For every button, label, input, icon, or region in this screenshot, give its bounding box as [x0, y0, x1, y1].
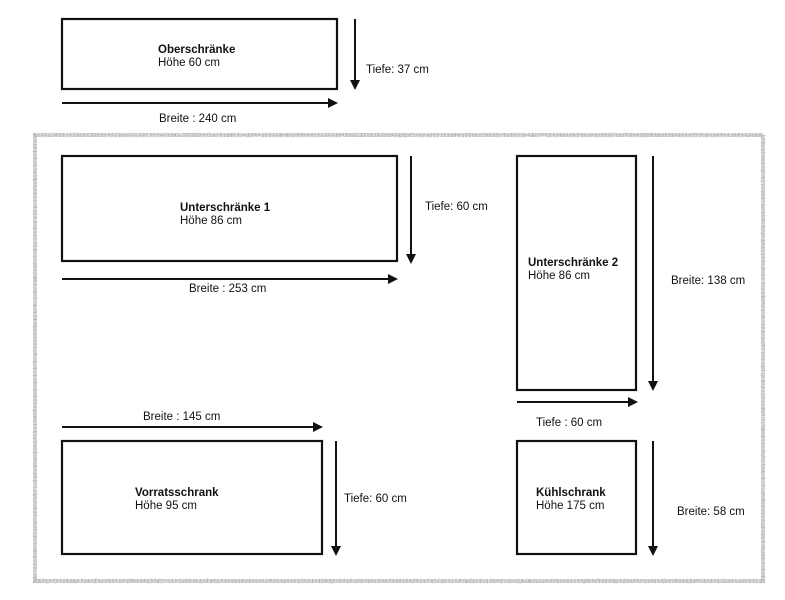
cabinet-oberschraenke[interactable]	[60, 17, 339, 91]
room-border	[33, 133, 765, 583]
depth-label-unterschraenke-2: Tiefe : 60 cm	[536, 417, 603, 429]
width-label-oberschraenke: Breite : 240 cm	[159, 113, 237, 125]
depth-label-unterschraenke-1: Tiefe: 60 cm	[425, 201, 488, 213]
width-label-unterschraenke-2: Breite: 138 cm	[671, 275, 746, 287]
width-arrow-vorratsschrank	[62, 422, 323, 432]
cabinet-label-vorratsschrank: Vorratsschrank Höhe 95 cm	[135, 487, 219, 513]
cabinet-name: Kühlschrank	[536, 487, 606, 499]
cabinet-kuehlschrank[interactable]	[515, 439, 638, 556]
width-label-unterschraenke-1: Breite : 253 cm	[189, 283, 267, 295]
cabinet-height: Höhe 86 cm	[180, 215, 243, 227]
cabinet-height: Höhe 95 cm	[135, 500, 198, 512]
depth-arrow-vorratsschrank	[331, 441, 341, 556]
cabinet-label-unterschraenke-2: Unterschränke 2 Höhe 86 cm	[528, 257, 618, 283]
width-arrow-oberschraenke	[62, 98, 338, 108]
cabinet-height: Höhe 86 cm	[528, 270, 591, 282]
cabinet-height: Höhe 175 cm	[536, 500, 605, 512]
width-arrow-unterschraenke-1	[62, 274, 398, 284]
cabinet-unterschraenke-2[interactable]	[515, 154, 638, 392]
cabinet-label-kuehlschrank: Kühlschrank Höhe 175 cm	[536, 487, 606, 513]
cabinet-label-oberschraenke: Oberschränke Höhe 60 cm	[158, 44, 235, 70]
cabinet-unterschraenke-1[interactable]	[60, 154, 399, 263]
depth-arrow-oberschraenke	[350, 19, 360, 90]
depth-arrow-unterschraenke-1	[406, 156, 416, 264]
width-label-kuehlschrank: Breite: 58 cm	[677, 506, 745, 518]
cabinet-name: Vorratsschrank	[135, 487, 219, 499]
cabinet-height: Höhe 60 cm	[158, 57, 221, 69]
depth-label-vorratsschrank: Tiefe: 60 cm	[344, 493, 407, 505]
depth-label-oberschraenke: Tiefe: 37 cm	[366, 64, 429, 76]
width-arrow-unterschraenke-2	[648, 156, 658, 391]
width-label-vorratsschrank: Breite : 145 cm	[143, 411, 221, 423]
cabinet-label-unterschraenke-1: Unterschränke 1 Höhe 86 cm	[180, 202, 270, 228]
depth-arrow-unterschraenke-2	[517, 397, 638, 407]
cabinet-vorratsschrank[interactable]	[60, 439, 324, 556]
cabinet-name: Oberschränke	[158, 44, 236, 56]
width-arrow-kuehlschrank	[648, 441, 658, 556]
cabinet-name: Unterschränke 1	[180, 202, 271, 214]
cabinet-name: Unterschränke 2	[528, 257, 619, 269]
